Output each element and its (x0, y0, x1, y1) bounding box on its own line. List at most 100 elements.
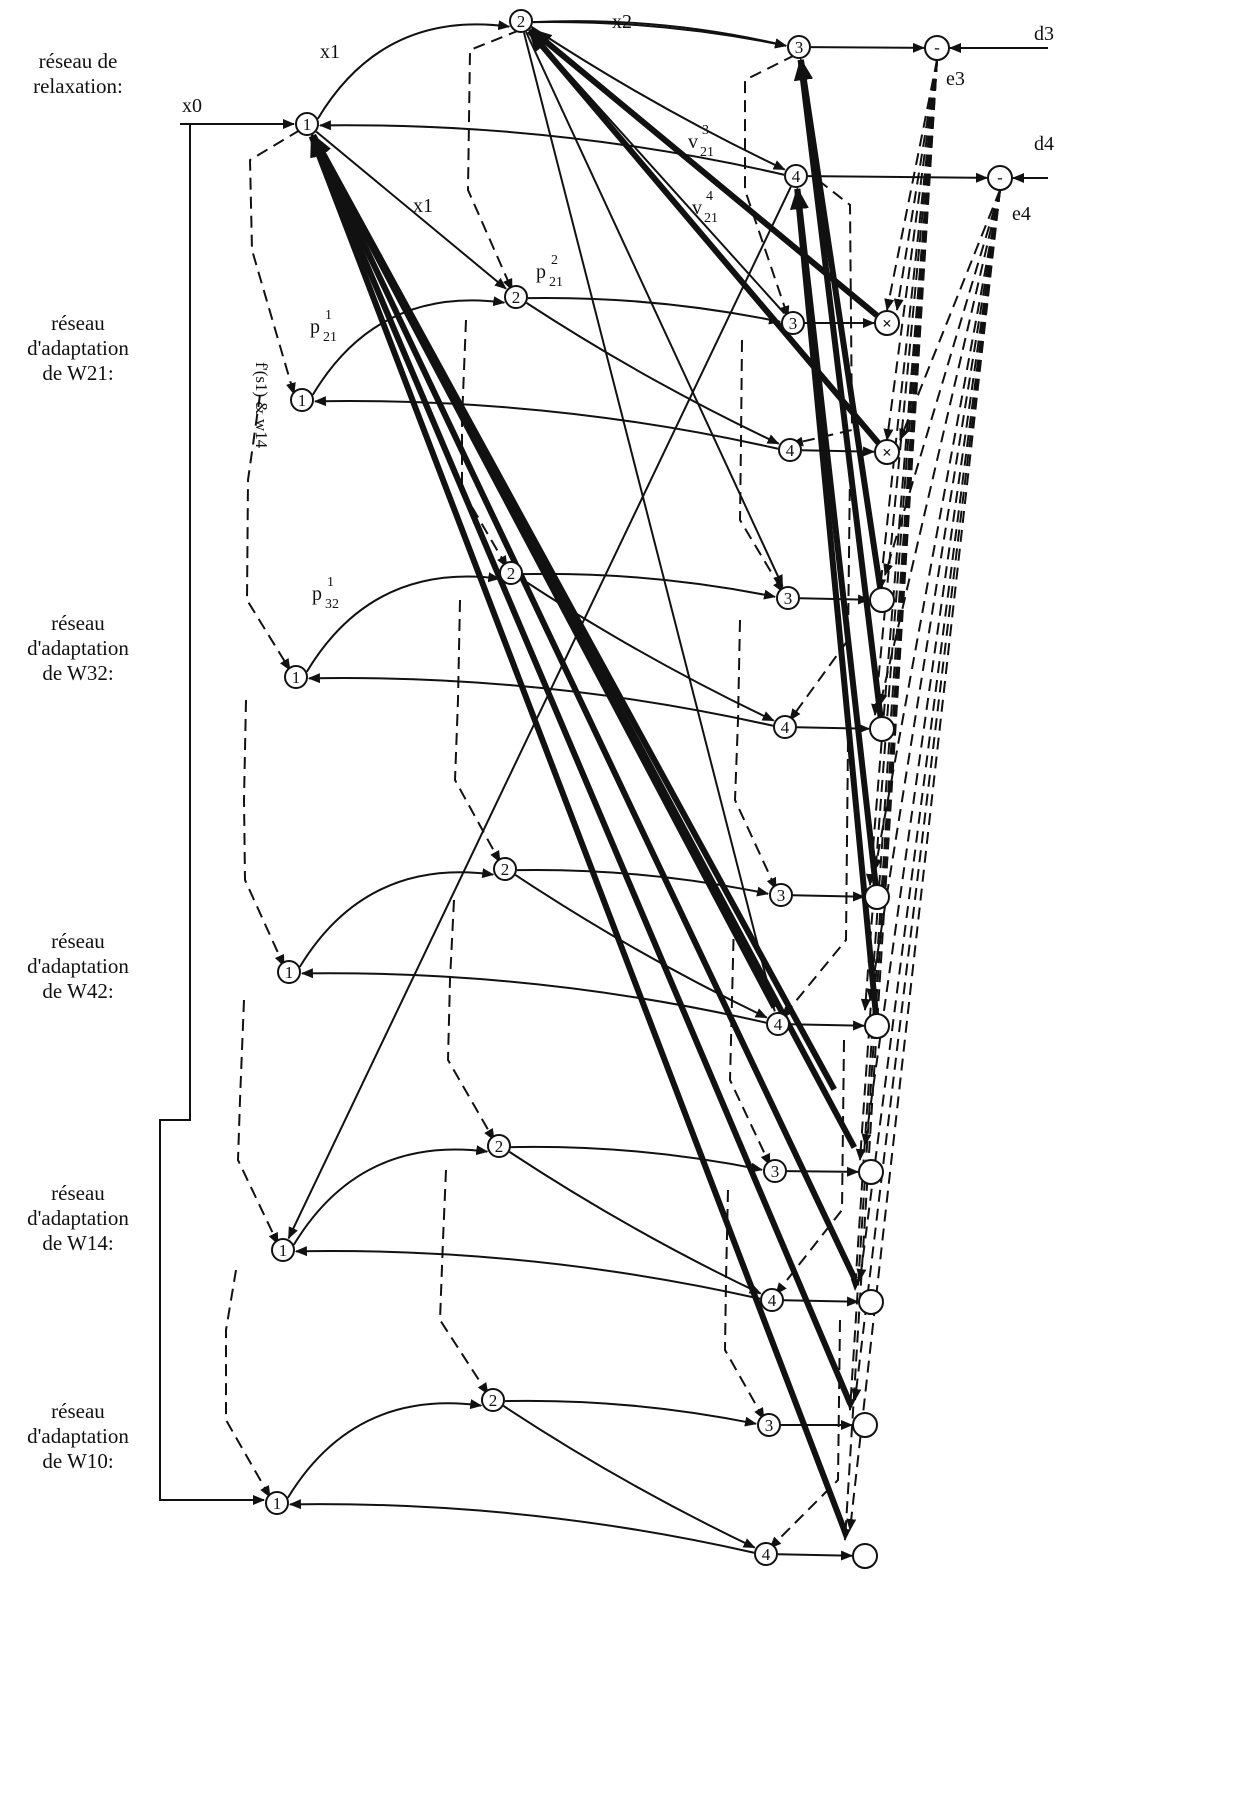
node-6-4: 4 (754, 1542, 778, 1566)
node-number: 1 (285, 963, 294, 982)
error-node-sign: - (997, 168, 1003, 187)
edge (532, 20, 788, 49)
dashed-edge (861, 189, 1001, 1146)
node-5-1: 1 (271, 1238, 295, 1262)
node-4-4: 4 (766, 1012, 790, 1036)
dashed-edge (733, 619, 777, 890)
edge (308, 134, 849, 1535)
output-node-2-4: × (874, 439, 900, 465)
node-1-3: 3 (787, 35, 811, 59)
edge (783, 1296, 860, 1307)
dashed-edge (723, 1189, 765, 1420)
dashed-edge (438, 1169, 489, 1395)
node-3-4: 4 (773, 715, 797, 739)
dashed-edge (738, 339, 784, 593)
dashed-edge (453, 599, 501, 863)
dashed-edge (893, 59, 938, 311)
node-3-2: 2 (499, 561, 523, 585)
edge (292, 1145, 489, 1246)
row-label-line: d'adaptation (27, 954, 129, 978)
output-node-1-4: - (987, 165, 1013, 191)
output-node-5-4 (858, 1289, 884, 1315)
row-label-line: de W21: (42, 361, 113, 385)
dashed-edge (883, 59, 938, 441)
output-node-6-3 (852, 1412, 878, 1438)
row-label-line: de W32: (42, 661, 113, 685)
error-e4-label: e4 (1012, 203, 1031, 225)
edge (516, 868, 770, 897)
node-4-2: 2 (493, 857, 517, 881)
edge (520, 578, 775, 722)
node-4-3: 3 (769, 883, 793, 907)
edge (807, 172, 989, 183)
edge (298, 868, 495, 968)
edge (527, 296, 782, 325)
node-number: 4 (781, 718, 790, 737)
edge (309, 134, 858, 1281)
input-x0-label: x0 (182, 95, 202, 117)
edge (288, 1499, 755, 1554)
node-2-2: 2 (504, 285, 528, 309)
weight-p21-2-sub: 21 (549, 275, 563, 290)
target-d4-label: d4 (1034, 133, 1054, 155)
node-number: 4 (786, 441, 795, 460)
node-number: 1 (279, 1241, 288, 1260)
node-2-4: 4 (778, 438, 802, 462)
row-label-line: d'adaptation (27, 636, 129, 660)
dashed-edge (744, 54, 796, 318)
weight-p32-1-sub: 32 (325, 597, 339, 612)
dashed-edge (899, 189, 1001, 441)
row-label-line: d'adaptation (27, 1424, 129, 1448)
node-2-1: 1 (290, 388, 314, 412)
dashed-edge (851, 189, 1001, 1401)
edge (287, 186, 792, 1240)
node-1-4: 4 (784, 164, 808, 188)
output-node-6-4 (852, 1543, 878, 1569)
output-node-3-3 (869, 587, 895, 613)
edge-x1-lower-label: x1 (413, 195, 433, 217)
edge (286, 1399, 483, 1499)
edge (529, 26, 879, 318)
row-label-line: de W10: (42, 1449, 113, 1473)
node-number: 2 (501, 860, 510, 879)
dashed-edge (466, 29, 521, 291)
row-label-line: réseau (51, 929, 105, 953)
edge (792, 891, 866, 902)
node-number: 1 (292, 668, 301, 687)
row-label-line: de W42: (42, 979, 113, 1003)
output-node-1-3: - (924, 35, 950, 61)
node-1-2: 2 (509, 9, 533, 33)
edge (300, 968, 767, 1024)
row-label-line: réseau (51, 1399, 105, 1423)
row-label-line: réseau (51, 1181, 105, 1205)
dashed-edge (781, 739, 849, 1019)
edge (790, 187, 879, 1015)
edge (523, 32, 776, 1012)
dashed-edge (876, 59, 938, 591)
edge (316, 20, 511, 120)
dashed-edge (883, 189, 1001, 576)
edge (777, 1550, 854, 1561)
node-number: 3 (789, 314, 798, 333)
dashed-edge (236, 999, 279, 1245)
weight-v21-4-sup: 4 (706, 189, 713, 204)
weight-p21-2-base: p (536, 261, 546, 283)
node-number: 4 (768, 1291, 777, 1310)
edge-x1-label: x1 (320, 41, 340, 63)
node-1-1: 1 (295, 112, 319, 136)
node-number: 1 (298, 391, 307, 410)
node-6-3: 3 (757, 1413, 781, 1437)
dashed-edge (245, 394, 291, 671)
node-number: 3 (777, 886, 786, 905)
dashed-edge (728, 919, 771, 1166)
weight-p21-1-sub: 21 (323, 330, 337, 345)
weight-v21-3-base: v (688, 131, 698, 153)
output-node-4-3 (864, 884, 890, 910)
row-label-line: relaxation: (33, 74, 123, 98)
multiplier-sign: × (882, 443, 892, 462)
output-node-5-3 (858, 1159, 884, 1185)
dashed-edge (872, 189, 1001, 871)
x0-feedback-line (159, 124, 265, 1505)
node-number: 4 (774, 1015, 783, 1034)
